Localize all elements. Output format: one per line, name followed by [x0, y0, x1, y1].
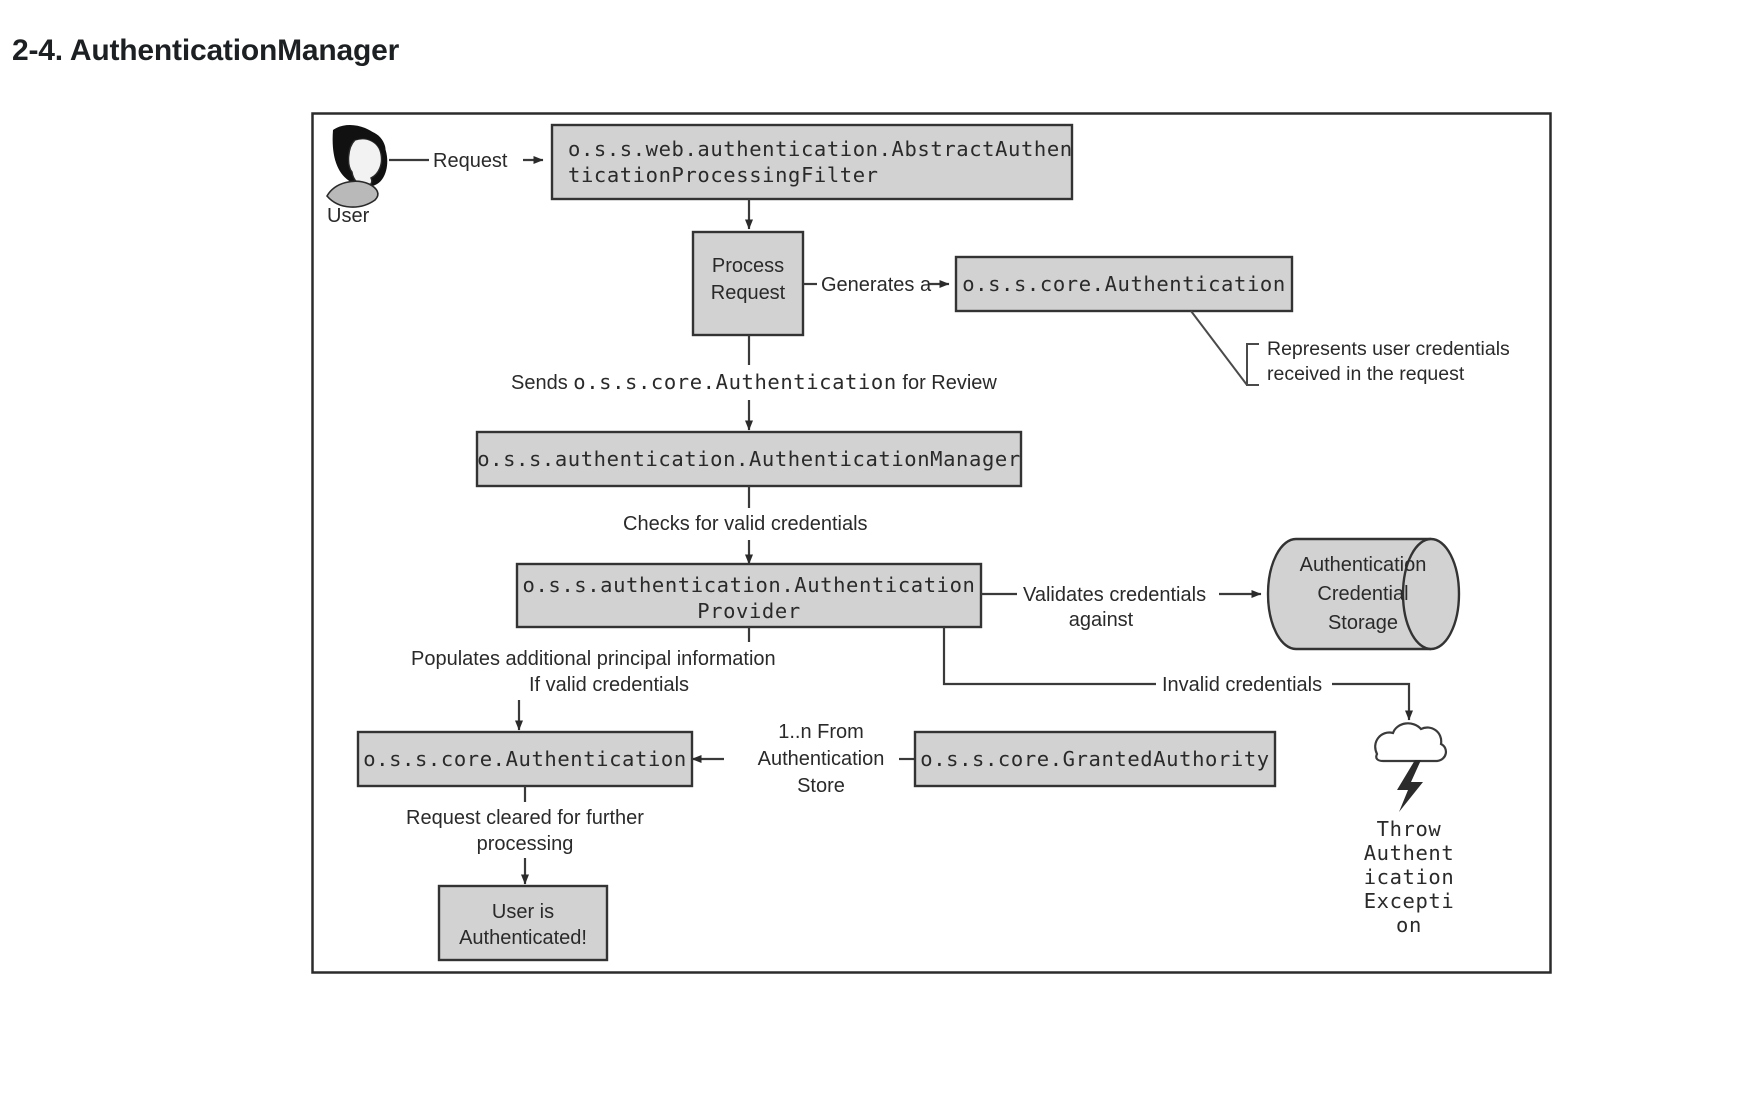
- edge-invalid-credentials-tail: [1332, 682, 1413, 721]
- node-process-request-line1: Process: [712, 255, 784, 277]
- page-title: 2-4. AuthenticationManager: [12, 34, 400, 67]
- edge-label-request-cleared-line2: processing: [477, 833, 574, 855]
- edge-label-invalid-credentials: Invalid credentials: [1162, 674, 1322, 696]
- node-core-authentication-top[interactable]: [954, 255, 1294, 313]
- node-process-request-line2: Request: [711, 282, 786, 304]
- edge-label-generates-a: Generates a: [821, 274, 932, 296]
- edge-label-request: Request: [433, 150, 508, 172]
- node-filter-line1: o.s.s.web.authentication.AbstractAuthen: [568, 137, 1073, 161]
- node-auth-manager-line1: o.s.s.authentication.AuthenticationManag…: [477, 447, 1021, 471]
- exception-line2: Authent: [1364, 841, 1455, 865]
- annotation-represents-line2: received in the request: [1267, 363, 1465, 385]
- edge-label-from-store-line1: 1..n From: [778, 721, 864, 743]
- actor-label: User: [327, 205, 370, 227]
- edge-label-from-store-line3: Store: [797, 775, 845, 797]
- node-storage-line1: Authentication: [1300, 554, 1427, 576]
- exception-line3: ication: [1364, 865, 1455, 889]
- edge-label-from-store-line2: Authentication: [758, 748, 885, 770]
- node-storage-line2: Credential: [1317, 583, 1408, 605]
- node-abstract-authentication-processing-filter[interactable]: [550, 123, 1074, 201]
- node-authentication-manager[interactable]: [475, 430, 1023, 488]
- edge-label-sends-prefix: Sends: [511, 372, 573, 394]
- node-user-authenticated[interactable]: [437, 884, 609, 962]
- annotation-represents-line1: Represents user credentials: [1267, 338, 1510, 360]
- edge-label-validates-line2: against: [1069, 609, 1134, 631]
- callout-bracket: [1246, 343, 1259, 386]
- node-auth-provider-line2: Provider: [697, 599, 801, 623]
- edge-label-sends-suffix: for Review: [897, 372, 998, 394]
- lightning-cloud-icon: [1374, 722, 1447, 812]
- callout-leader-line: [1190, 310, 1248, 386]
- edge-label-populates-line1: Populates additional principal informati…: [411, 648, 776, 670]
- node-core-auth-top-line1: o.s.s.core.Authentication: [962, 272, 1286, 296]
- node-filter-line2: ticationProcessingFilter: [568, 163, 879, 187]
- node-auth-provider-line1: o.s.s.authentication.Authentication: [523, 573, 976, 597]
- edge-label-validates-line1: Validates credentials: [1023, 584, 1206, 606]
- user-head-icon: [326, 125, 388, 208]
- edge-label-populates-line2: If valid credentials: [529, 674, 689, 696]
- node-granted-authority[interactable]: [913, 730, 1277, 788]
- node-authentication-credential-storage[interactable]: [1266, 537, 1461, 651]
- edge-label-sends: Sends o.s.s.core.Authentication for Revi…: [511, 370, 997, 394]
- exception-line4: Excepti: [1364, 889, 1455, 913]
- edge-invalid-credentials-elbow: [942, 627, 1156, 686]
- edge-label-checks-valid: Checks for valid credentials: [623, 513, 868, 535]
- node-storage-line3: Storage: [1328, 612, 1398, 634]
- edge-label-request-cleared-line1: Request cleared for further: [406, 807, 644, 829]
- node-user-authenticated-line2: Authenticated!: [459, 927, 587, 949]
- exception-line1: Throw: [1377, 817, 1442, 841]
- exception-line5: on: [1396, 913, 1422, 937]
- node-core-auth-bottom-line1: o.s.s.core.Authentication: [363, 747, 687, 771]
- edge-label-sends-mono: o.s.s.core.Authentication: [573, 370, 897, 394]
- authentication-manager-diagram: User Request o.s.s.web.authentication.Ab…: [311, 112, 1552, 974]
- node-user-authenticated-line1: User is: [492, 901, 554, 923]
- node-granted-authority-line1: o.s.s.core.GrantedAuthority: [920, 747, 1269, 771]
